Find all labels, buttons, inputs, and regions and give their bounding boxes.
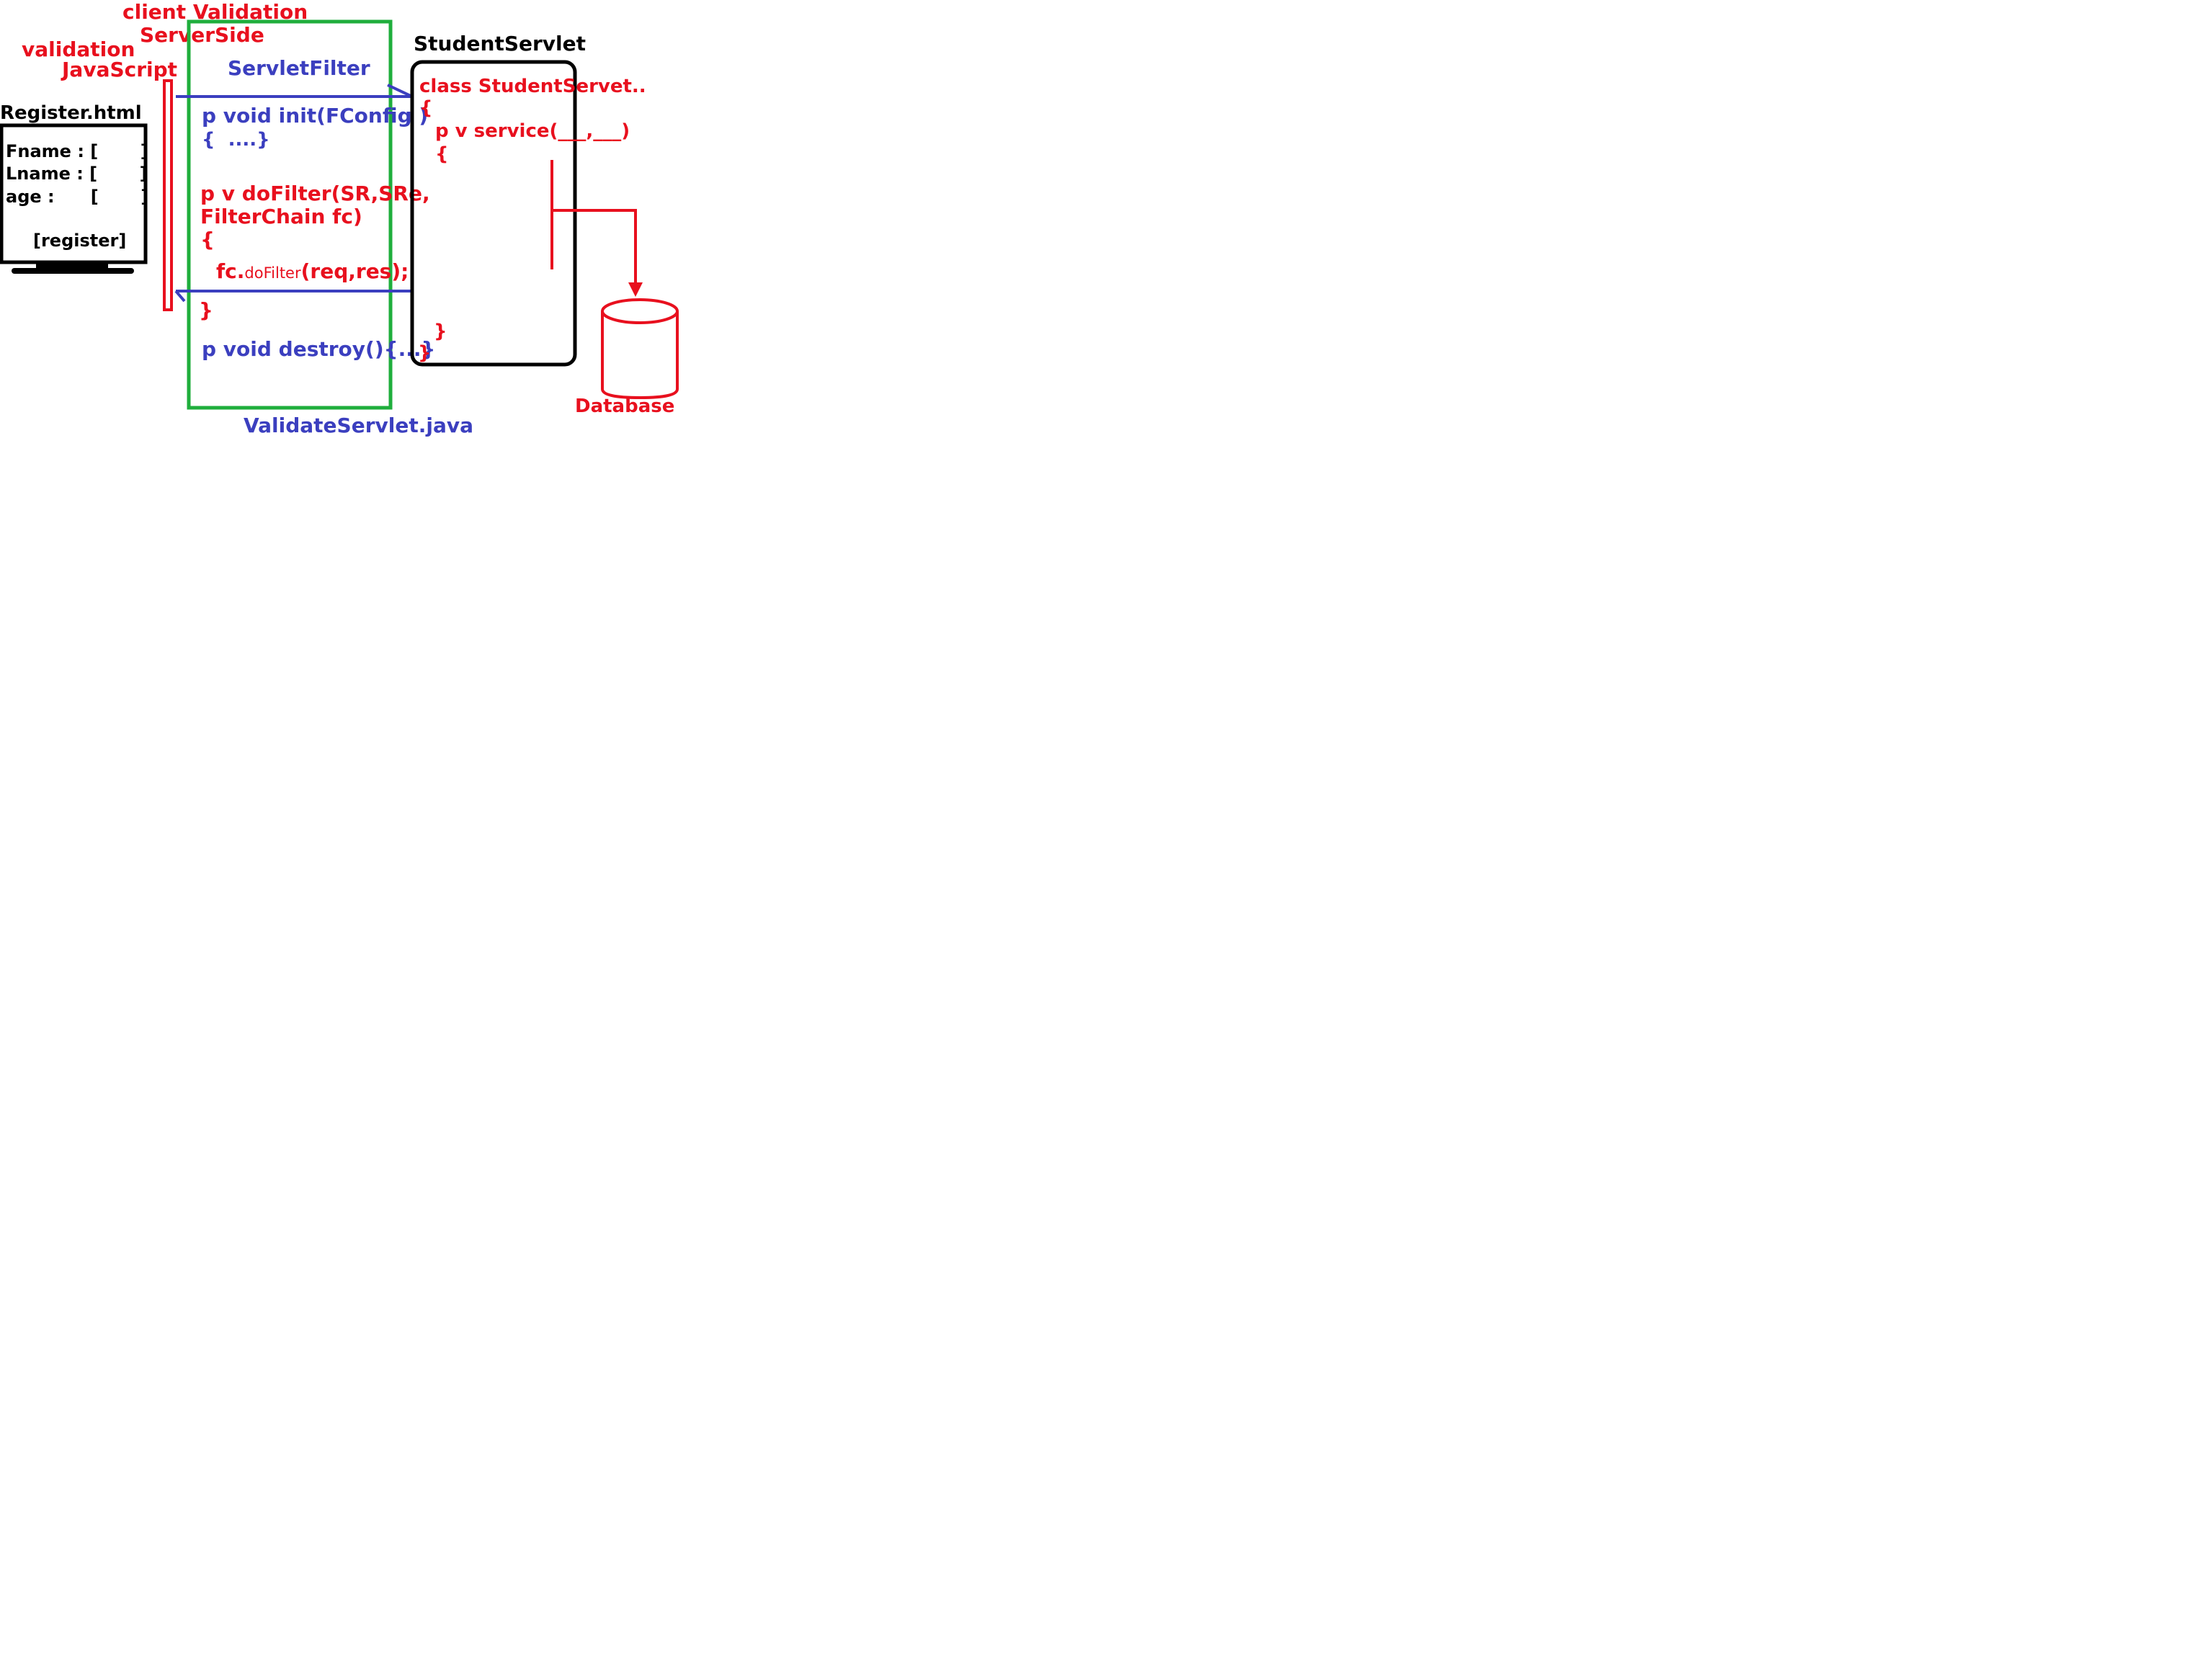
student-servlet-box (410, 60, 577, 367)
monitor-stand (36, 262, 108, 269)
filter-chain-prefix: fc. (216, 259, 244, 283)
servlet-filter-title: ServletFilter (228, 56, 370, 80)
servlet-filter-box (187, 19, 393, 410)
monitor-base (12, 268, 134, 274)
filter-destroy-line: p void destroy(){...} (202, 337, 435, 361)
filter-dofilter-open-brace: { (200, 228, 215, 251)
servlet-class-open-brace: { (419, 97, 433, 119)
javascript-label: JavaScript (61, 58, 177, 81)
service-to-database-connector (552, 209, 637, 288)
filter-dofilter-close-brace: } (199, 298, 213, 322)
servlet-service-line: p v service(___,___) (435, 120, 630, 142)
server-side-label: ServerSide (140, 23, 264, 47)
servlet-service-close-brace: } (434, 321, 447, 342)
lname-field[interactable]: Lname : [ ] (6, 164, 148, 184)
student-servlet-title: StudentServlet (414, 32, 586, 55)
fname-field[interactable]: Fname : [ ] (6, 141, 148, 161)
servlet-class-line: class StudentServet.. (419, 76, 646, 97)
filter-chain-call: fc.doFilter(req,res); (216, 259, 409, 283)
database-icon (601, 298, 679, 400)
register-html-title: Register.html (0, 102, 142, 124)
filter-dofilter-line1: p v doFilter(SR,SRe, (200, 182, 430, 205)
servlet-service-open-brace: { (435, 143, 449, 165)
filter-init-line: p void init(FConfig ) (202, 104, 428, 128)
database-label: Database (575, 396, 674, 417)
servlet-class-close-brace: } (418, 342, 432, 364)
register-button[interactable]: [register] (33, 231, 126, 251)
validate-servlet-filename: ValidateServlet.java (244, 414, 473, 437)
request-arrowhead (387, 84, 413, 98)
filter-init-body: { ....} (202, 129, 270, 151)
database-arrowhead (628, 282, 643, 297)
age-field[interactable]: age : [ ] (6, 187, 148, 207)
response-arrowhead (174, 290, 186, 303)
javascript-validation-bar (163, 79, 173, 311)
filter-chain-args: (req,res); (301, 259, 409, 283)
validation-label: validation (22, 37, 135, 61)
filter-dofilter-line2: FilterChain fc) (200, 205, 362, 228)
filter-chain-method: doFilter (244, 264, 301, 282)
